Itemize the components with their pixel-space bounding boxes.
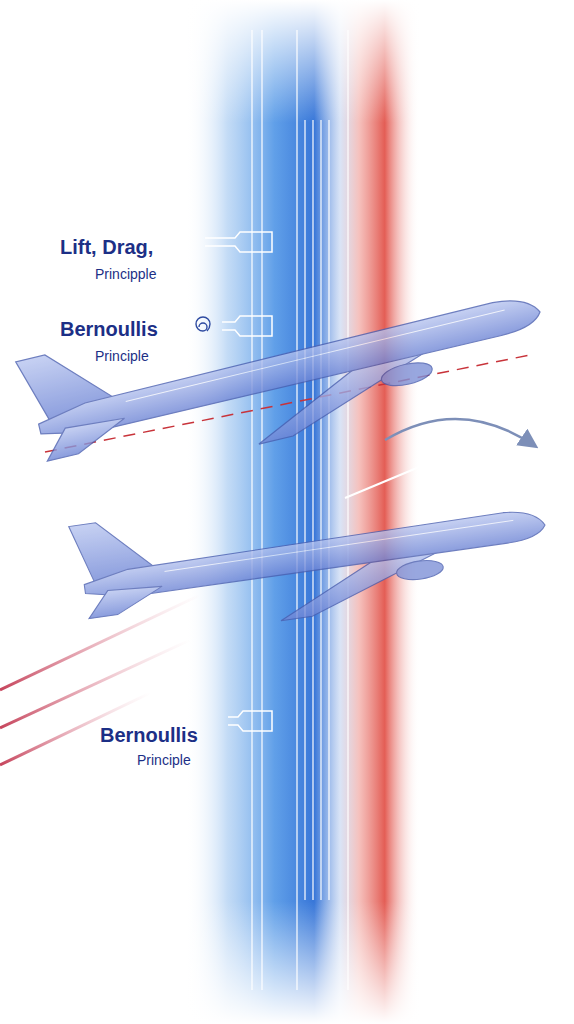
force-arrow xyxy=(345,450,460,498)
label-text: Principple xyxy=(95,266,156,282)
airplane xyxy=(69,461,553,649)
airflow-streaks xyxy=(0,595,200,765)
label-text: Bernoullis xyxy=(100,724,198,747)
label-text: Principle xyxy=(137,752,191,768)
swirl-icon xyxy=(196,317,210,331)
band-fade xyxy=(185,0,420,1024)
flow-arrow xyxy=(385,419,535,446)
label-text: Bernoullis xyxy=(60,318,158,341)
airflow-band xyxy=(185,0,420,1024)
label-text: Principle xyxy=(95,348,149,364)
label-text: Lift, Drag, xyxy=(60,236,153,259)
airplane xyxy=(16,242,555,494)
leader-lines xyxy=(205,232,272,731)
